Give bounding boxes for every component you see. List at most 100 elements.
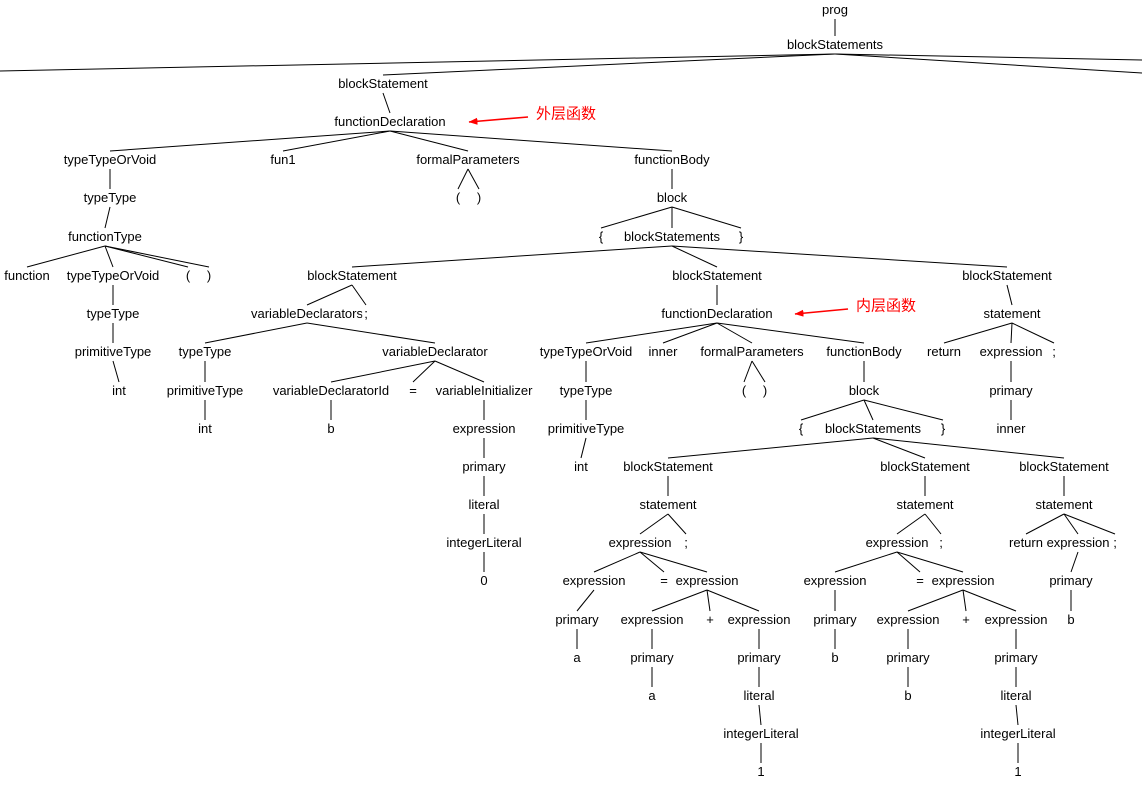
tree-node-primary_8: primary <box>1047 573 1095 589</box>
tree-edge <box>872 437 1065 459</box>
tree-edge <box>651 589 708 612</box>
tree-edge <box>1063 513 1079 535</box>
tree-edge <box>896 551 964 573</box>
tree-node-b_1: b <box>325 421 337 437</box>
tree-node-literal_2: literal <box>741 688 777 704</box>
tree-edge <box>834 551 898 573</box>
tree-edge <box>962 589 967 612</box>
tree-edge <box>306 284 353 306</box>
tree-node-functionBody_1: functionBody <box>632 152 712 168</box>
tree-node-primary_1: primary <box>460 459 508 475</box>
tree-edge <box>639 513 669 535</box>
tree-edge <box>872 437 926 459</box>
tree-edge <box>896 551 921 573</box>
tree-node-primary_9: primary <box>987 383 1035 399</box>
tree-edge <box>662 322 718 344</box>
tree-node-primitiveType_3: primitiveType <box>545 421 627 437</box>
tree-node-expression_8: expression <box>801 573 869 589</box>
tree-node-expression_11: expression <box>982 612 1050 628</box>
tree-node-block_1: block <box>654 190 690 206</box>
tree-edge <box>706 589 711 612</box>
tree-edge <box>924 513 942 535</box>
tree-node-typeTypeOrVoid_3: typeTypeOrVoid <box>537 344 635 360</box>
tree-node-return_2: return <box>925 344 963 360</box>
tree-node-assign_1: = <box>407 383 419 399</box>
tree-node-functionDeclaration_1: functionDeclaration <box>332 114 448 130</box>
tree-node-a_2: a <box>646 688 658 704</box>
tree-node-literal_3: literal <box>998 688 1034 704</box>
tree-node-statement_3: statement <box>1033 497 1095 513</box>
tree-node-a_1: a <box>571 650 583 666</box>
tree-node-plus_2: + <box>960 612 972 628</box>
tree-node-return_1: return <box>1007 535 1045 551</box>
tree-node-lparen_3: ( <box>739 383 749 399</box>
tree-node-primitiveType_2: primitiveType <box>164 383 246 399</box>
tree-node-primary_5: primary <box>811 612 859 628</box>
tree-edge <box>639 551 708 573</box>
tree-edge <box>434 360 485 383</box>
tree-edge <box>758 704 762 726</box>
tree-edge <box>667 513 687 535</box>
tree-edge-offscreen <box>834 53 1142 61</box>
tree-node-inner_2: inner <box>994 421 1028 437</box>
tree-node-primary_4: primary <box>735 650 783 666</box>
tree-node-plus_1: + <box>704 612 716 628</box>
tree-edge <box>706 589 760 612</box>
tree-node-variableDeclarator_1: variableDeclarator <box>380 344 490 360</box>
tree-node-lbrace_2: { <box>796 421 806 437</box>
tree-node-rparen_2: ) <box>474 190 484 206</box>
tree-node-assign_3: = <box>914 573 926 589</box>
tree-node-rparen_3: ) <box>760 383 770 399</box>
tree-node-formalParameters_2: formalParameters <box>698 344 806 360</box>
tree-node-semi_3: ; <box>937 535 945 551</box>
tree-node-functionBody_2: functionBody <box>824 344 904 360</box>
tree-node-statement_2: statement <box>894 497 956 513</box>
tree-edge <box>382 92 391 114</box>
tree-edge <box>943 322 1013 344</box>
tree-node-functionType_1: functionType <box>66 229 144 245</box>
tree-node-int_3: int <box>572 459 590 475</box>
tree-node-typeType_3: typeType <box>176 344 234 360</box>
tree-edge <box>204 322 308 344</box>
tree-node-one_1: 1 <box>755 764 767 780</box>
tree-edge <box>639 551 665 573</box>
tree-node-blockStatement_5: blockStatement <box>621 459 715 475</box>
tree-node-lbrace_1: { <box>596 229 606 245</box>
tree-node-expression_6: expression <box>725 612 793 628</box>
tree-node-formalParameters_1: formalParameters <box>414 152 522 168</box>
tree-node-blockStatement_7: blockStatement <box>1017 459 1111 475</box>
tree-node-assign_2: = <box>658 573 670 589</box>
tree-node-blockStatements_3: blockStatements <box>822 421 924 437</box>
tree-edge-offscreen <box>834 53 1142 74</box>
tree-edge <box>467 168 480 190</box>
tree-node-typeType_2: typeType <box>84 306 142 322</box>
tree-edge <box>412 360 436 383</box>
tree-node-blockStatement_6: blockStatement <box>878 459 972 475</box>
tree-node-fun1: fun1 <box>268 152 298 168</box>
tree-edge <box>585 322 718 344</box>
annotation-inner-function: 内层函数 <box>856 297 917 315</box>
tree-node-statement_1: statement <box>637 497 699 513</box>
tree-edge <box>800 399 865 421</box>
tree-node-statement_4: statement <box>981 306 1043 322</box>
annotation-outer-function: 外层函数 <box>536 105 597 123</box>
tree-edge <box>716 322 865 344</box>
tree-node-one_2: 1 <box>1012 764 1024 780</box>
tree-node-b_4: b <box>1065 612 1077 628</box>
tree-edge <box>1011 322 1055 344</box>
tree-edge <box>351 245 673 268</box>
tree-edge <box>671 245 1008 268</box>
tree-node-function_kw: function <box>2 268 52 284</box>
tree-edge <box>109 130 391 152</box>
tree-edge <box>667 437 874 459</box>
tree-edge <box>112 360 120 383</box>
tree-node-int_2: int <box>196 421 214 437</box>
tree-edge <box>389 130 469 152</box>
tree-node-expression_13: expression <box>977 344 1045 360</box>
tree-node-zero_1: 0 <box>478 573 490 589</box>
tree-node-variableDeclaratorId_1: variableDeclaratorId <box>270 383 392 399</box>
tree-node-semi_5: ; <box>1050 344 1058 360</box>
tree-node-primitiveType_1: primitiveType <box>72 344 154 360</box>
tree-node-integerLiteral_3: integerLiteral <box>978 726 1058 742</box>
tree-node-variableInitializer_1: variableInitializer <box>433 383 535 399</box>
